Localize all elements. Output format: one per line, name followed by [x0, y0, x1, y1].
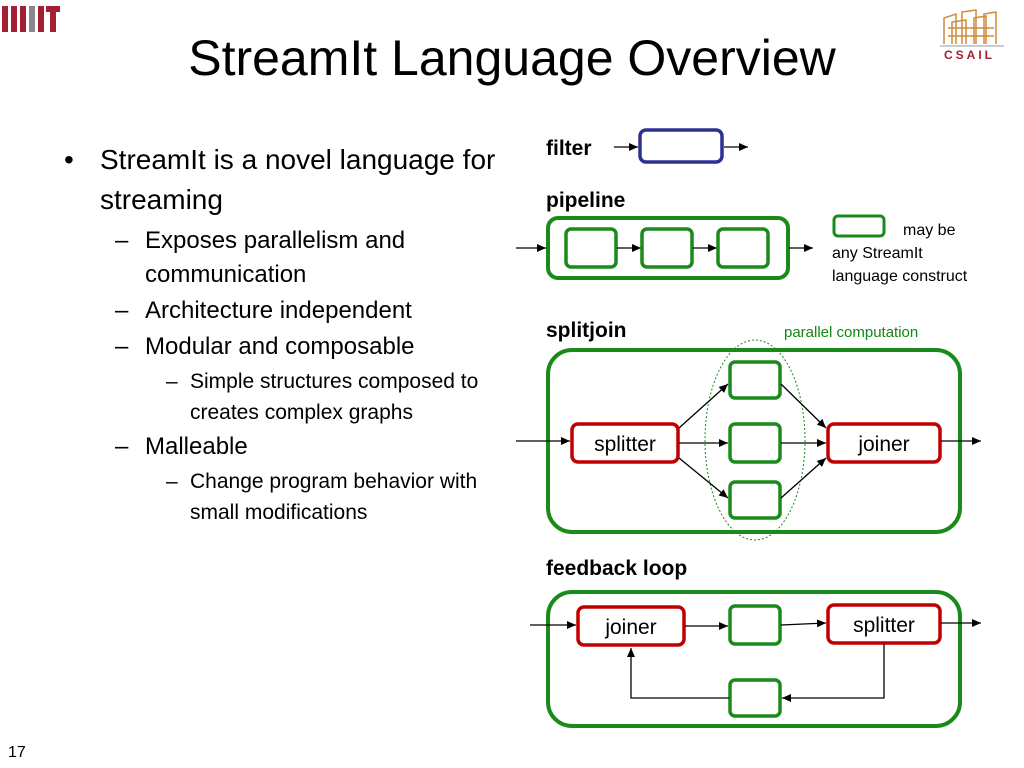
bullet-list: StreamIt is a novel language for streami…: [60, 140, 500, 528]
csail-logo-text: CSAIL: [944, 48, 995, 62]
splitjoin-splitter-box: [570, 422, 680, 464]
pipeline-stage-3: [716, 227, 770, 269]
feedback-splitter-box: [826, 603, 942, 645]
mit-logo-icon: [2, 6, 60, 32]
note-line-2: any StreamIt: [832, 245, 923, 262]
splitjoin-label: splitjoin: [546, 319, 627, 342]
slide-title: StreamIt Language Overview: [188, 30, 836, 86]
feedback-return-arrow-2: [627, 648, 729, 699]
feedback-joiner-box: [576, 605, 686, 647]
sub-bullet-modular: Modular and composable: [60, 330, 500, 364]
sub-sub-bullet-simple-structures: Simple structures composed to creates co…: [60, 366, 500, 428]
feedback-joiner-text: joiner: [604, 616, 656, 639]
splitjoin-joiner-box: [826, 422, 942, 464]
splitjoin-branch-2: [728, 422, 782, 464]
slide-number: 17: [8, 744, 26, 761]
note-line-3: language construct: [832, 268, 968, 285]
splitjoin-joiner-text: joiner: [857, 433, 909, 456]
sub-bullet-malleable: Malleable: [60, 430, 500, 464]
split-arrow-3: [678, 457, 729, 499]
split-arrow-1: [678, 383, 729, 429]
feedback-forward-arrow-2: [780, 619, 827, 628]
pipeline-label: pipeline: [546, 189, 625, 212]
bullet-streamit-novel: StreamIt is a novel language for streami…: [60, 140, 500, 220]
join-arrow-3: [780, 457, 827, 499]
join-arrow-1: [780, 383, 827, 429]
sub-bullet-parallelism: Exposes parallelism and communication: [60, 224, 500, 292]
note-line-1: may be: [903, 222, 956, 239]
csail-logo-icon: [940, 9, 1004, 47]
feedback-body-filter: [728, 604, 782, 646]
splitjoin-splitter-text: splitter: [594, 433, 656, 456]
pipeline-stage-2: [640, 227, 694, 269]
parallel-computation-note: parallel computation: [784, 324, 918, 341]
feedback-loop-filter: [728, 678, 782, 718]
splitjoin-branch-3: [728, 480, 782, 520]
parallel-region-outline: [704, 339, 806, 541]
sub-bullet-architecture: Architecture independent: [60, 294, 500, 328]
filter-box: [638, 128, 724, 164]
feedback-loop-label: feedback loop: [546, 557, 687, 580]
feedback-return-arrow-1: [782, 644, 885, 702]
construct-legend-box: [832, 214, 886, 238]
pipeline-stage-1: [564, 227, 618, 269]
splitjoin-branch-1: [728, 360, 782, 400]
sub-sub-bullet-change-behavior: Change program behavior with small modif…: [60, 466, 500, 528]
filter-label: filter: [546, 137, 592, 160]
feedback-splitter-text: splitter: [853, 614, 915, 637]
